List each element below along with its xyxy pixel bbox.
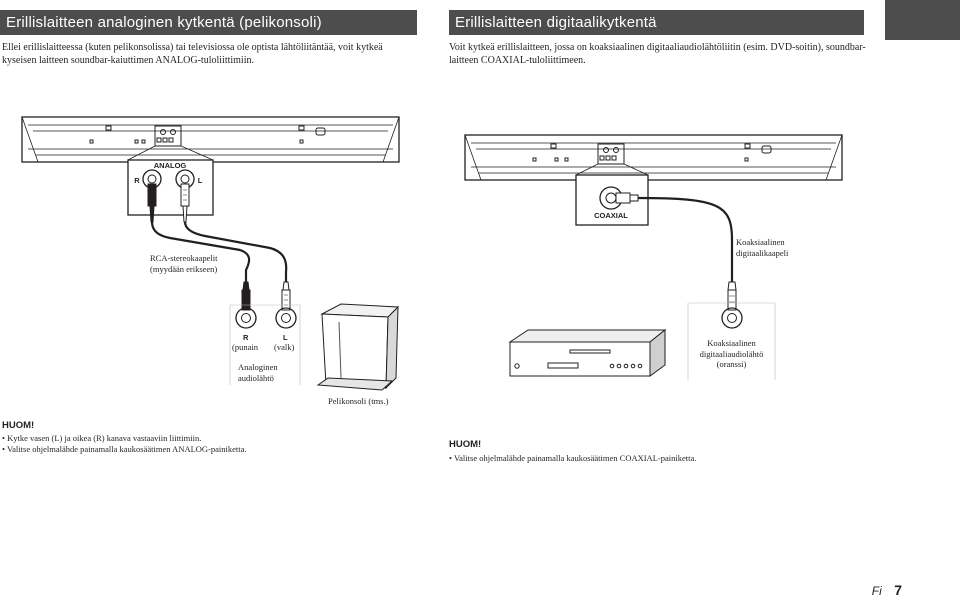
left-note-title: HUOM! [2,420,35,431]
language-code: Fi [871,584,882,598]
output-l-label: L [283,333,288,342]
soundbar-right [464,134,843,181]
coaxial-cable-label-line2: digitaalikaapeli [736,247,789,258]
page-footer: Fi 7 [872,582,902,600]
right-intro: Voit kytkeä erillislaitteen, jossa on ko… [449,42,866,66]
coaxial-output-label-line1: Koaksiaalinen [707,338,756,348]
left-note-item: Kytke vasen (L) ja oikea (R) kanava vast… [2,433,422,444]
rca-cable-label-line2: (myydään erikseen) [150,263,218,274]
dvd-player-illustration [508,328,667,377]
coaxial-cable [615,192,737,311]
output-r-label: R [243,333,249,342]
coaxial-cable-label: Koaksiaalinen digitaalikaapeli [736,237,826,258]
rca-cables [150,221,288,282]
rca-plugs-top [147,183,190,223]
analog-jack-r-label: R [134,176,140,185]
right-section-title: Erillislaitteen digitaalikytkentä [449,10,864,35]
right-note-title: HUOM! [449,439,482,450]
right-note-list: Valitse ohjelmalähde painamalla kaukosää… [449,453,869,464]
rca-cable-label-line1: RCA-stereokaapelit [150,253,218,263]
game-console-illustration [316,303,400,391]
right-note-item: Valitse ohjelmalähde painamalla kaukosää… [449,453,869,464]
analog-jack-zoom [127,145,214,216]
coaxial-output-jack [687,302,776,380]
left-section-title: Erillislaitteen analoginen kytkentä (pel… [0,10,417,35]
output-r-desc: (punain [232,342,258,352]
soundbar-left [21,116,400,163]
page-number: 7 [894,582,902,598]
output-l-desc: (valk) [274,342,295,352]
analog-jack-label: ANALOG [154,161,187,170]
coaxial-cable-label-line1: Koaksiaalinen [736,237,785,247]
rca-cable-label: RCA-stereokaapelit (myydään erikseen) [150,253,230,274]
left-intro: Ellei erillislaitteessa (kuten pelikonso… [2,42,383,66]
left-note-item: Valitse ohjelmalähde painamalla kaukosää… [2,444,422,455]
coaxial-output-label-line2: digitaaliaudiolähtö [699,348,764,359]
coaxial-output-label-line3: (oranssi) [716,359,747,369]
analog-jack-l-label: L [198,176,203,185]
analog-output-jacks [229,304,301,385]
coaxial-jack-label: COAXIAL [594,211,628,220]
left-note-list: Kytke vasen (L) ja oikea (R) kanava vast… [2,433,422,455]
corner-tab [885,0,960,40]
analog-output-label-line1: Analoginen [238,362,278,372]
rca-plugs-bottom [241,281,291,311]
analog-output-label: Analoginen audiolähtö [238,362,308,383]
coaxial-output-label: Koaksiaalinen digitaaliaudiolähtö (orans… [688,338,775,370]
game-console-label: Pelikonsoli (tms.) [328,396,389,406]
analog-output-label-line2: audiolähtö [238,372,274,383]
